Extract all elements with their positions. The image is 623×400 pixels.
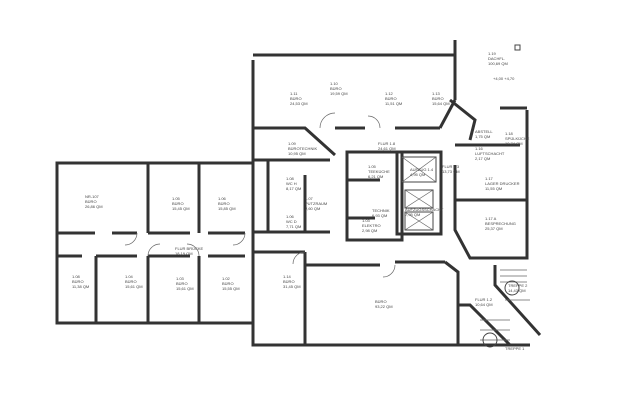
room-label-name: BÜRO [290,96,302,101]
room-label-name: PUTZRAUM [305,201,327,206]
room-label-area: 15,61 QM [125,284,143,289]
room-label-area: 93,22 QM [375,304,393,309]
room-label-name: FLUR 1.3 [442,164,460,169]
room-label-no: 1.02 [222,276,231,281]
room-label-name: BÜRO [172,201,184,206]
room-label-name: BÜRO [176,281,188,286]
room-label-no: 1.19 [488,51,497,56]
room-label-area: 11,55 QM [485,186,502,191]
room-label-area: 7,71 QM [286,224,301,229]
room-label-area: 25,37 QM [485,226,503,231]
room-label-no: NR-107 [85,194,100,199]
room-label-name: BÜRO [330,86,342,91]
room-label-name: SPÜLKÜCHE [505,136,530,141]
room-label-name: BÜRO [218,201,230,206]
room-label-name: TEEKÜCHE [368,169,390,174]
room-label-area: 18,19 QM [175,251,193,256]
room-label-name: BÜRO [85,199,97,204]
room-label-area: 14,43 QM [508,288,526,293]
room-label-name: ELEKTRO [362,223,381,228]
room-label-no: 1.10 [330,81,339,86]
room-label-no: 1.05 [172,196,181,201]
room-label-name: TECHNIK [372,208,390,213]
room-label-name: AUFZUG 1.4 [410,167,434,172]
room-label-name: FLUR BRÜCKE [175,246,204,251]
fixtures [124,44,530,348]
room-label-no: 1.07 [305,196,314,201]
room-label-name: BÜRO [283,279,295,284]
room-label-no: 1.03 [362,218,371,223]
room-label-area: 19,59 QM [330,91,348,96]
room-label-name: WC D [286,219,297,224]
walls [55,40,542,347]
room-label-name: BÜRO [222,281,234,286]
room-label-area: 1,75 QM [475,134,490,139]
room-label-no: 1.06 [218,196,227,201]
room-label-area: 24,53 QM [290,101,308,106]
room-label-area: 15,85 QM [218,206,236,211]
room-label-area: 6,21 QM [368,174,383,179]
room-label-no: 1.14 [283,274,292,279]
room-label-name: LUFTSCHACHT [475,151,505,156]
room-label-area: 7,95 QM [405,212,420,217]
room-label-no: 1.08 [286,176,295,181]
room-label-no: 1.16 [475,146,484,151]
room-label-no: 1.17 A [485,216,497,221]
room-label-name: BÜRO [385,96,397,101]
room-label-area: 13,73 QM [442,169,460,174]
room-label-area: 15,64 QM [432,101,450,106]
room-label-area: 10,95 QM [288,151,306,156]
room-label-no: 1.03 [176,276,185,281]
room-label-area: 15,45 QM [172,206,190,211]
room-label-area: 2,98 QM [362,228,377,233]
room-label-area: 2,17 QM [475,156,490,161]
room-label-name: BÜRO [125,279,137,284]
room-label-no: 1.05 [368,164,377,169]
room-label-name: BESPRECHUNG [485,221,516,226]
room-label-name: ABSTELL [475,129,493,134]
room-label-area: 15,55 QM [222,286,240,291]
room-label-name: BÜRO [432,96,444,101]
room-label-name: FLUR 1.2 [475,297,493,302]
room-label-name: DACHFL. [488,56,505,61]
room-label-area: 6,93 QM [372,213,387,218]
room-label-name: WC H [286,181,297,186]
room-label-name: TREPPE 2 [508,283,528,288]
room-label-name: TREPPE 1 [505,346,525,351]
room-label-no: 1.08 [72,274,81,279]
room-label-area: 11,38 QM [72,284,89,289]
room-label-area: 24,61 QM [378,146,396,151]
room-label-area: 10,74 QM [505,141,523,146]
room-label-no: 1.13 [432,91,441,96]
room-label-no: 1.11 [290,91,298,96]
room-label-no: 1.09 [288,141,297,146]
room-label-no: 1.06 [286,214,295,219]
room-label-name: BÜRO [72,279,84,284]
room-label-area: 15,61 QM [176,286,194,291]
room-label-area: 11,51 QM [385,101,402,106]
room-label-name: BÜRO [375,299,387,304]
room-label-no: 1.17 [485,176,494,181]
room-label-no: 1.12 [385,91,394,96]
room-label-area: 4,95 QM [410,172,425,177]
room-label-area: 31,45 QM [283,284,301,289]
room-label-name: AUFZUGSSCHACHT [405,207,444,212]
level-note: +4,00 +4,70 [493,76,515,81]
room-label-area: 8,17 QM [286,186,301,191]
room-label-area: 100,69 QM [488,61,508,66]
room-label-name: LAGER DRUCKER [485,181,520,186]
room-label-name: FLUR 1.8 [378,141,396,146]
room-label-no: 1.04 [125,274,134,279]
room-label-no: 1.18 [505,131,514,136]
room-label-name: BÜROTECHNIK [288,146,317,151]
room-label-area: 2,60 QM [305,206,320,211]
room-label-area: 10,64 QM [475,302,493,307]
room-label-area: 26,86 QM [85,204,103,209]
